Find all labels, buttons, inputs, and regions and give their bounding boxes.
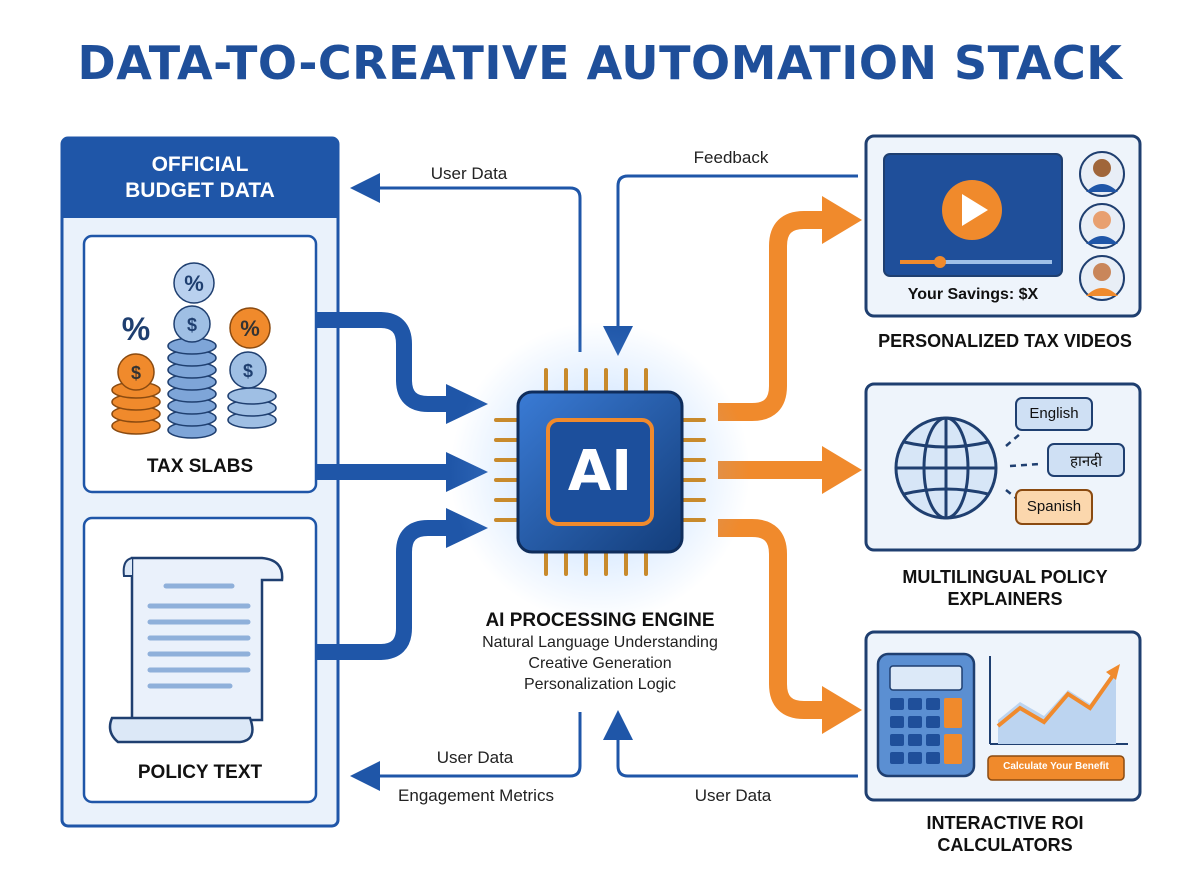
svg-text:%: %	[184, 271, 204, 296]
flow-user-data-bottom-right: User Data	[694, 786, 772, 805]
english-bubble-text: English	[1029, 405, 1079, 422]
tax-slabs-label: TAX SLABS	[146, 456, 254, 477]
svg-text:$: $	[131, 363, 141, 383]
engine-line-1: Natural Language Understanding	[482, 634, 718, 651]
page-title: DATA-TO-CREATIVE AUTOMATION STACK	[77, 36, 1123, 90]
spanish-bubble-text: Spanish	[1026, 498, 1082, 515]
globe-icon	[894, 416, 998, 520]
engine-title: AI PROCESSING ENGINE	[485, 610, 715, 631]
hindi-bubble-text: हानदी	[1069, 453, 1103, 470]
flow-feedback: Feedback	[693, 148, 769, 167]
play-icon	[962, 194, 988, 226]
ai-engine-caption: AI PROCESSING ENGINE Natural Language Un…	[440, 610, 760, 695]
ai-chip-icon	[450, 322, 750, 622]
engine-line-3: Personalization Logic	[523, 676, 677, 693]
svg-text:%: %	[122, 311, 150, 347]
coins-icon: $ $ $ % % %	[111, 262, 277, 439]
ai-chip-text: AI	[567, 439, 633, 504]
calculate-benefit-text[interactable]: Calculate Your Benefit	[1003, 761, 1109, 772]
spanish-bubble	[1015, 489, 1093, 525]
document-scroll-icon	[108, 556, 284, 744]
feedback-arrows	[350, 173, 858, 791]
engine-line-2: Creative Generation	[528, 655, 672, 672]
calculate-benefit-button	[987, 755, 1125, 781]
video-output-label: PERSONALIZED TAX VIDEOS	[878, 331, 1132, 351]
language-output-label: MULTILINGUAL POLICY EXPLAINERS	[902, 567, 1108, 609]
calculator-output-label: INTERACTIVE ROI CALCULATORS	[926, 813, 1084, 855]
flow-user-data-top: User Data	[430, 164, 508, 183]
hindi-bubble	[1047, 443, 1125, 477]
svg-text:%: %	[240, 316, 260, 341]
flow-user-data-bottom-left: User Data	[436, 748, 514, 767]
growth-chart-icon	[989, 656, 1128, 745]
input-arrows	[316, 312, 448, 660]
flow-engagement-metrics: Engagement Metrics	[398, 786, 554, 805]
budget-data-header: OFFICIAL BUDGET DATA	[62, 138, 338, 218]
video-savings-caption: Your Savings: $X	[907, 286, 1039, 303]
policy-text-label: POLICY TEXT	[137, 762, 263, 783]
english-bubble	[1015, 397, 1093, 431]
svg-text:$: $	[187, 315, 197, 335]
calculator-icon	[876, 652, 976, 778]
avatar-icons	[1079, 151, 1125, 301]
svg-text:$: $	[243, 361, 253, 381]
